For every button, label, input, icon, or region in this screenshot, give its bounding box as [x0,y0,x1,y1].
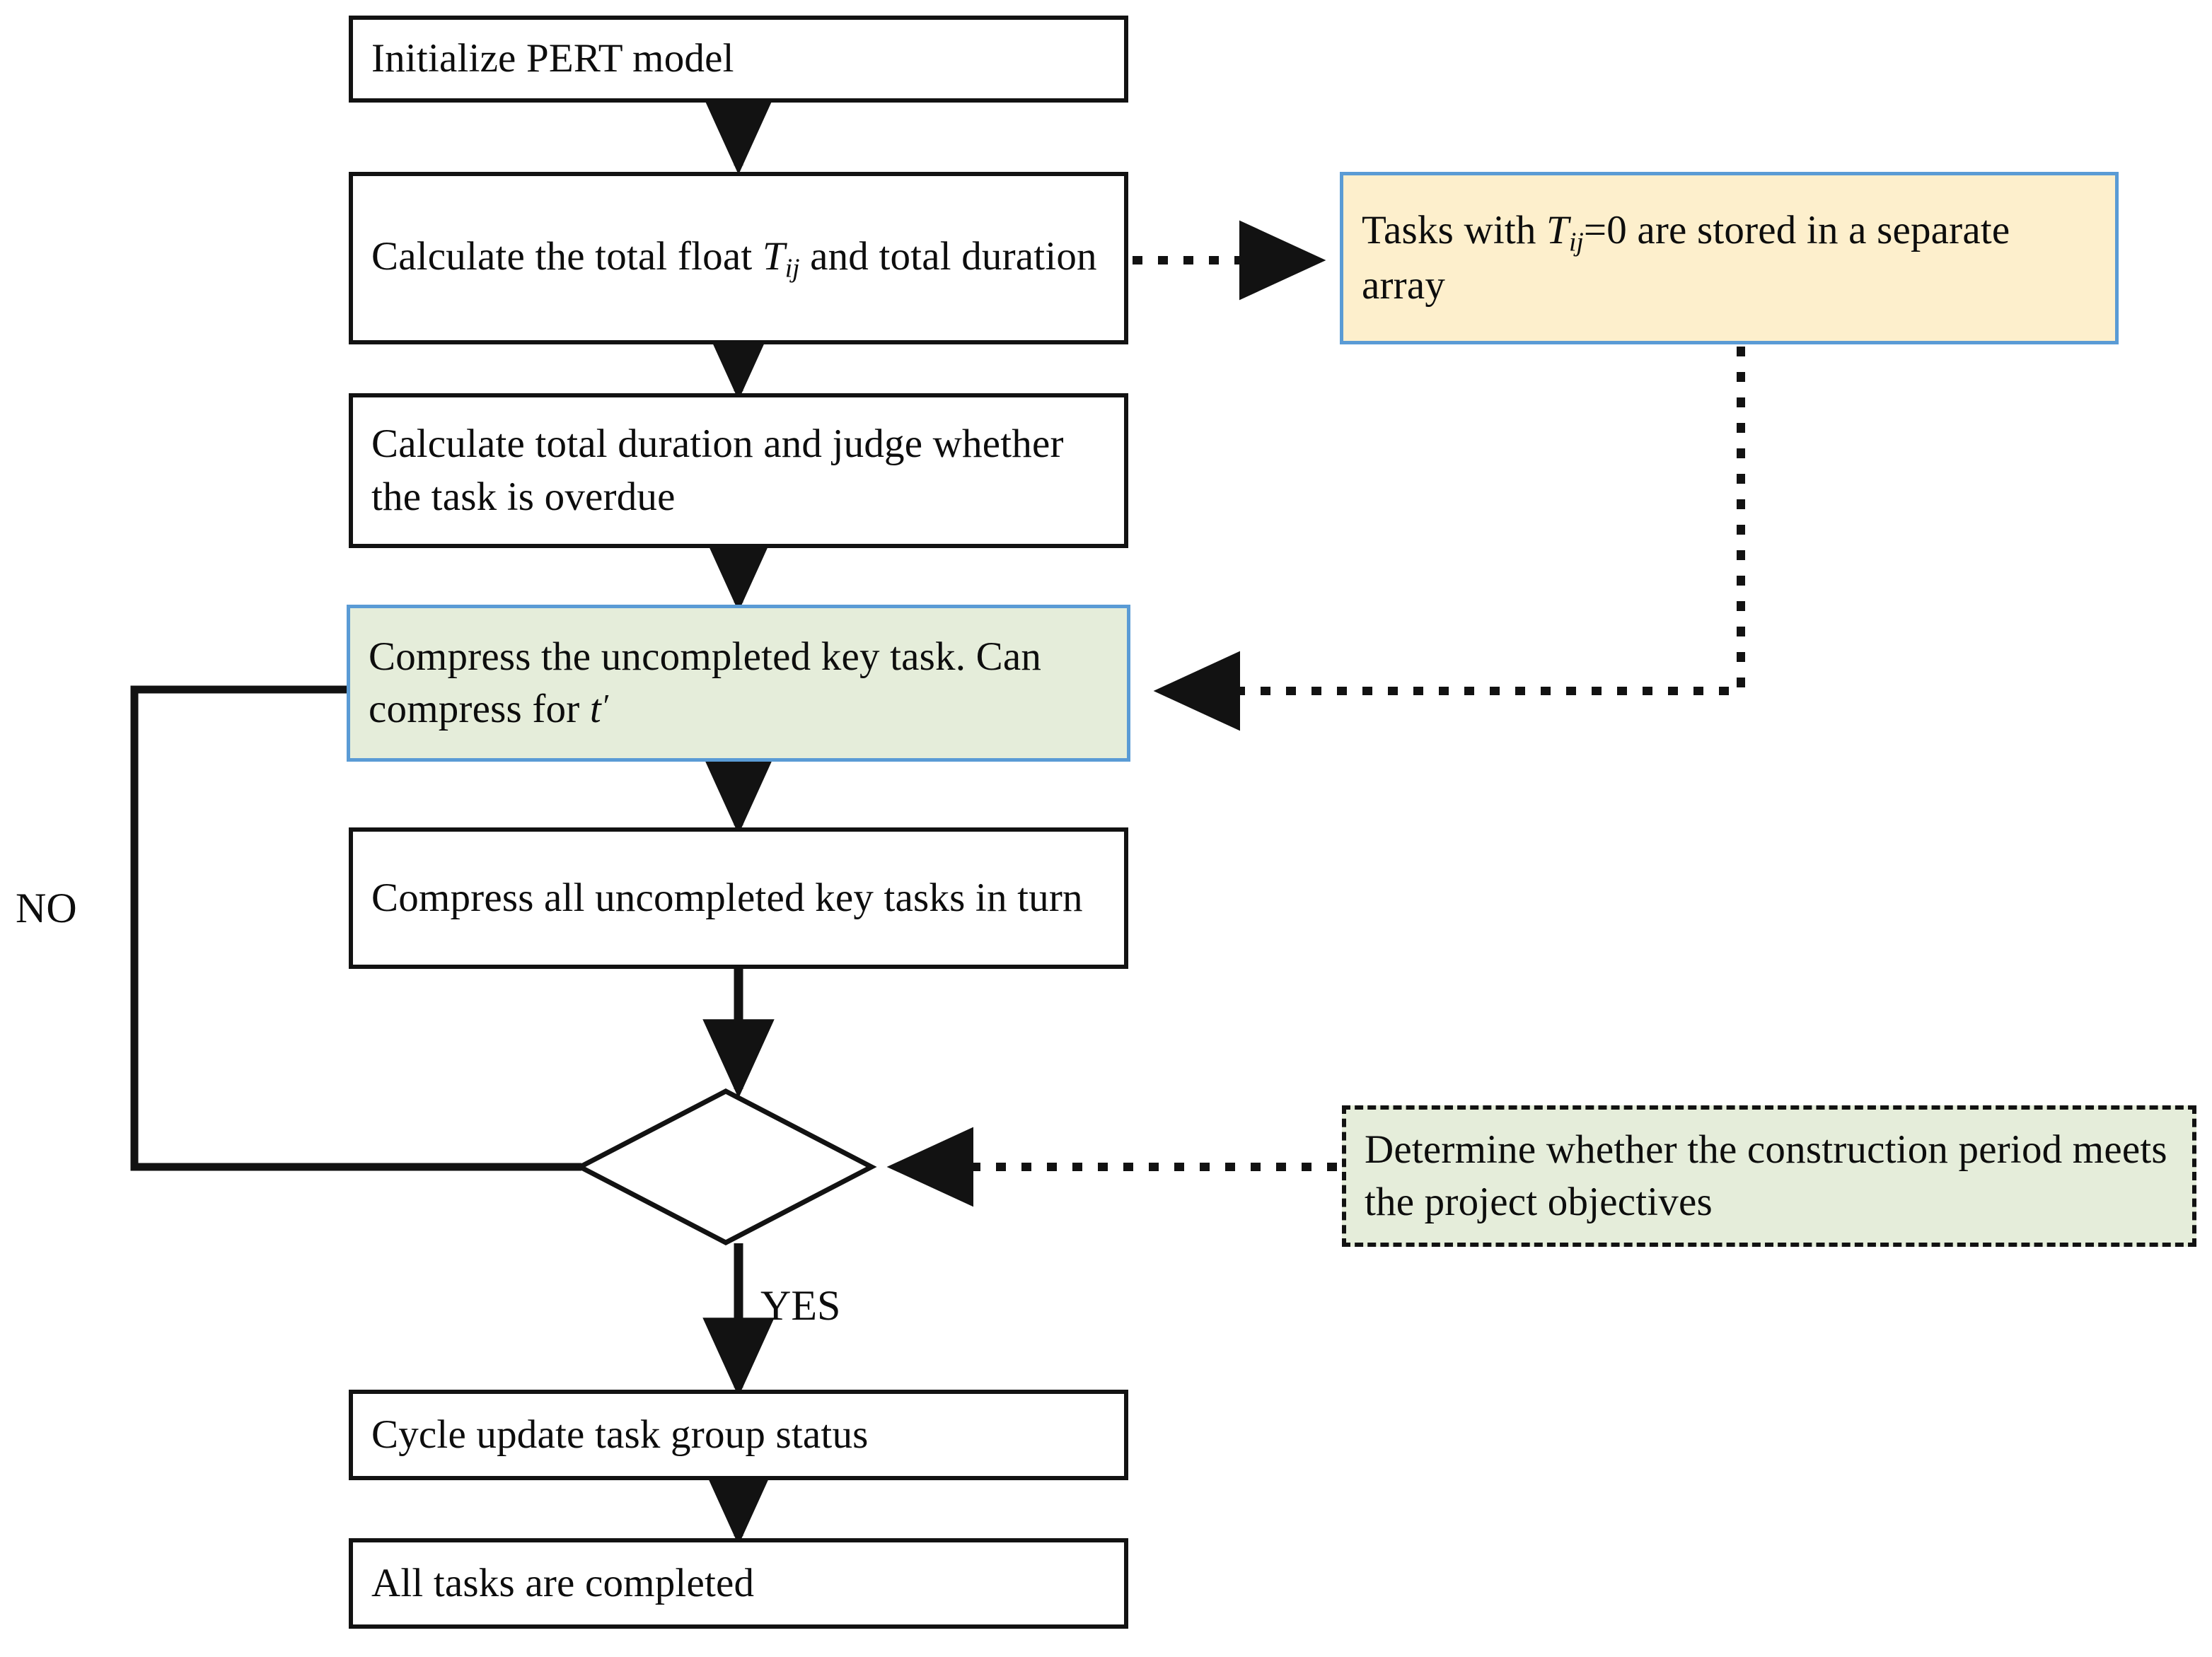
math-subscript-ij: ij [1568,227,1584,257]
node-calc-float[interactable]: Calculate the total float Tij and total … [349,172,1128,344]
node-determine-note[interactable]: Determine whether the construction perio… [1342,1105,2196,1247]
node-stored-array-label: Tasks with Tij=0 are stored in a separat… [1362,207,2010,308]
node-compress-one[interactable]: Compress the uncompleted key task. Can c… [347,605,1130,762]
node-compress-one-label: Compress the uncompleted key task. Can c… [369,634,1042,731]
edge-label-yes: YES [760,1282,841,1329]
math-var-t: t [589,687,601,731]
node-all-completed-label: All tasks are completed [371,1560,755,1605]
edge-no-loop [130,659,581,1171]
node-all-completed[interactable]: All tasks are completed [349,1538,1128,1629]
edge-stored-array-to-compress-one [1153,347,1745,731]
node-cycle-update[interactable]: Cycle update task group status [349,1390,1128,1480]
node-compress-all-label: Compress all uncompleted key tasks in tu… [371,875,1083,920]
decision-diamond [574,1088,877,1245]
node-determine-note-label: Determine whether the construction perio… [1365,1127,2167,1224]
node-calc-duration[interactable]: Calculate total duration and judge wheth… [349,393,1128,548]
node-initialize[interactable]: Initialize PERT model [349,16,1128,103]
math-subscript-ij: ij [784,253,800,284]
node-compress-all[interactable]: Compress all uncompleted key tasks in tu… [349,827,1128,969]
math-var-T: T [1546,207,1569,252]
node-calc-float-label: Calculate the total float Tij and total … [371,233,1097,284]
node-stored-array[interactable]: Tasks with Tij=0 are stored in a separat… [1340,172,2119,344]
edge-label-no: NO [16,885,77,931]
node-cycle-update-label: Cycle update task group status [371,1412,869,1457]
node-initialize-label: Initialize PERT model [371,36,734,81]
math-prime: ′ [601,687,609,723]
node-calc-duration-label: Calculate total duration and judge wheth… [371,421,1064,519]
math-var-T: T [762,233,785,279]
